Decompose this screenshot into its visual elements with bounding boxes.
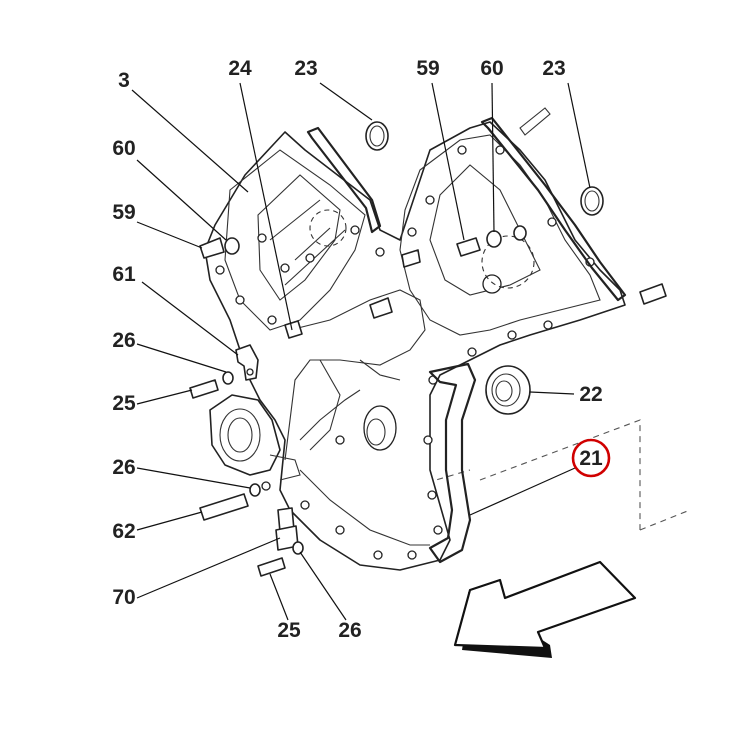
gasket-left — [306, 126, 382, 234]
callout-26-lower: 26 — [338, 619, 361, 642]
callout-21: 21 — [579, 447, 603, 470]
callout-59-top: 59 — [416, 57, 439, 80]
callout-61: 61 — [112, 263, 136, 286]
callout-26-upper: 26 — [112, 329, 135, 352]
callout-22: 22 — [579, 383, 602, 406]
gasket-21 — [428, 362, 477, 564]
callout-23-right: 23 — [542, 57, 565, 80]
water-outlet-housing — [209, 394, 301, 481]
callout-25-lower: 25 — [277, 619, 301, 642]
seal-22 — [485, 365, 531, 415]
callout-70: 70 — [112, 586, 135, 609]
bracket-61 — [235, 344, 259, 381]
callout-24: 24 — [228, 57, 252, 80]
leader-lines — [131, 82, 591, 621]
callout-59-left: 59 — [112, 201, 135, 224]
timing-cover — [204, 121, 626, 571]
callout-26-mid: 26 — [112, 456, 135, 479]
callouts: 3 24 23 59 60 23 60 59 61 26 25 22 21 26… — [112, 57, 603, 642]
callout-25-upper: 25 — [112, 392, 136, 415]
direction-arrow-icon — [453, 560, 637, 658]
callout-60-top: 60 — [480, 57, 503, 80]
callout-62: 62 — [112, 520, 135, 543]
fasteners — [189, 225, 667, 577]
gasket-right — [480, 107, 627, 302]
callout-60-left: 60 — [112, 137, 135, 160]
callout-3: 3 — [118, 69, 130, 92]
callout-23-left: 23 — [294, 57, 317, 80]
highlight-ring — [571, 438, 611, 478]
o-rings-23 — [365, 121, 604, 216]
